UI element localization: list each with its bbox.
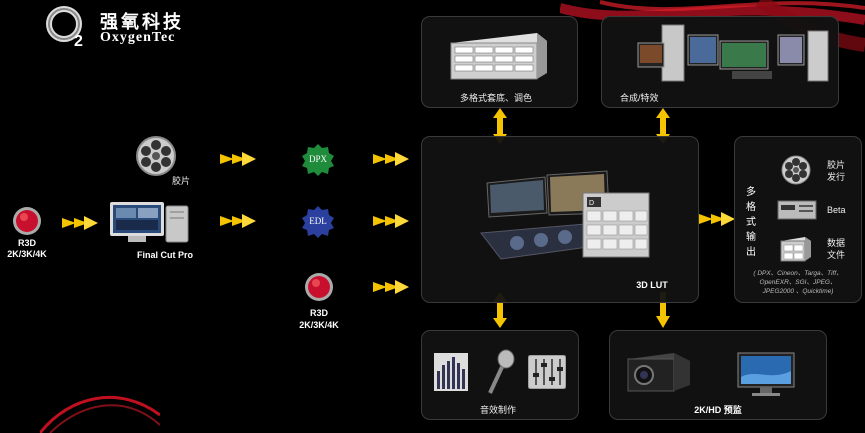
microphone-icon: [488, 349, 515, 394]
compositing-label: 合成/特效: [620, 93, 659, 103]
center-lut-box: D 3D LUT: [421, 136, 699, 303]
output-item-beta: Beta: [827, 205, 846, 215]
arrow-fcp-to-edl: [220, 214, 256, 228]
arrow-r3d-to-fcp: [62, 216, 98, 230]
r3d-record-icon: [13, 207, 41, 235]
data-storage-icon: [780, 237, 811, 262]
fcp-workstation-icon: [110, 202, 189, 243]
brand-name-en: OxygenTec: [100, 30, 176, 45]
output-item-data: 数据文件: [827, 238, 846, 260]
edl-badge-label: EDL: [309, 216, 327, 226]
grading-box: 多格式套底、调色: [421, 16, 578, 108]
output-box: 多格式输出 胶片发行 Beta 数据文件 ( DPX、Cineon、Targa、…: [734, 136, 862, 303]
dpx-badge-label: DPX: [308, 154, 327, 164]
dpx-badge-icon: [302, 144, 334, 176]
preview-label: 2K/HD 预监: [694, 405, 742, 415]
r3d2-res-label: 2K/3K/4K: [299, 320, 339, 330]
preview-box: 2K/HD 预监: [609, 330, 827, 420]
mixer-fader-icon: [528, 355, 566, 389]
audio-label: 音效制作: [480, 405, 517, 415]
film-label: 胶片: [172, 176, 191, 186]
fcp-label: Final Cut Pro: [137, 250, 193, 260]
grading-suite-icon: D: [480, 170, 650, 260]
arrow-center-to-output: [699, 212, 735, 226]
output-vertical-title: 多格式输出: [746, 187, 756, 258]
r3d2-record-icon: [305, 273, 333, 301]
output-formats: ( DPX、Cineon、Targa、Tiff、OpenEXR、SGI、JPEG…: [753, 270, 843, 295]
grading-label: 多格式套底、调色: [460, 93, 533, 103]
film-reel-icon: [136, 136, 176, 176]
level-meter-icon: [434, 353, 468, 391]
projector-icon: [627, 353, 690, 392]
svg-text:2: 2: [74, 33, 83, 48]
r3d2-label: R3D: [309, 308, 328, 318]
compositing-box: 合成/特效: [601, 16, 839, 108]
arrow-center-to-preview: [656, 292, 670, 328]
arrow-r3d2-to-center: [373, 280, 409, 294]
brand-name-cn: 强氧科技: [100, 12, 184, 32]
audio-box: 音效制作: [421, 330, 579, 420]
center-lut-label: 3D LUT: [636, 280, 668, 290]
svg-text:D: D: [589, 200, 594, 207]
arrow-dpx-to-center: [373, 152, 409, 166]
edl-badge-icon: [302, 206, 334, 238]
arrow-film-to-dpx: [220, 152, 256, 166]
beta-deck-icon: [777, 200, 817, 220]
arrow-edl-to-center: [373, 214, 409, 228]
r3d-res-label: 2K/3K/4K: [7, 249, 47, 259]
brand-logo: 2 强氧科技 OxygenTec: [44, 4, 194, 48]
monitor-icon: [737, 352, 795, 396]
o2-logo-icon: 2: [46, 6, 83, 48]
film-release-icon: [781, 155, 811, 185]
workstations-icon: [637, 24, 829, 82]
r3d-label: R3D: [17, 238, 36, 248]
storage-array-icon: [450, 33, 547, 80]
decor-swirl-bottom: [40, 395, 160, 433]
output-item-film: 胶片发行: [827, 160, 846, 182]
